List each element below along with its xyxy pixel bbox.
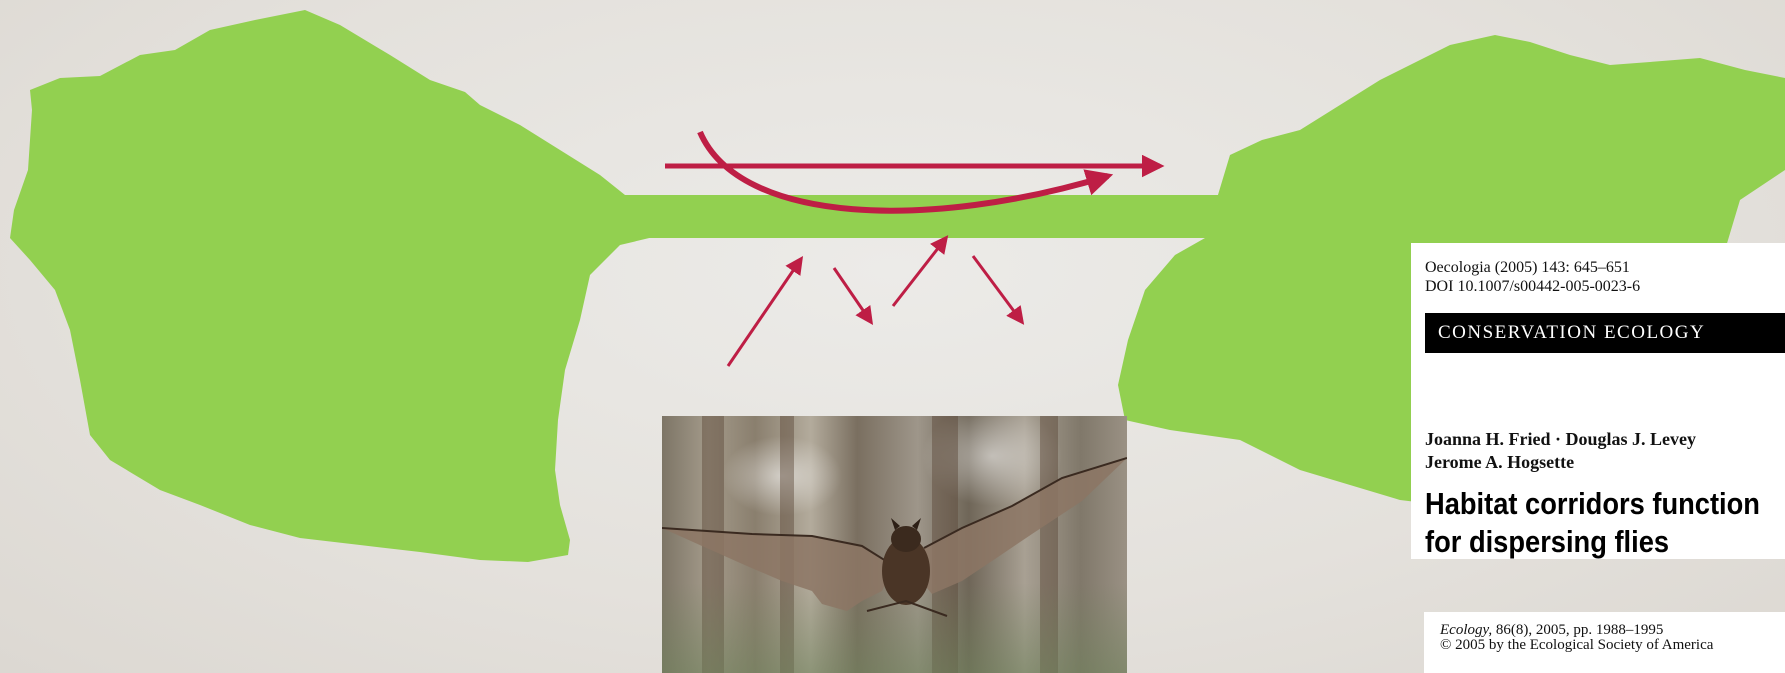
journal-name: Ecology, — [1440, 622, 1493, 638]
dispersal-arrow-4 — [971, 255, 1025, 325]
habitat-corridor — [620, 195, 1245, 238]
ecology-citation: Ecology, 86(8), 2005, pp. 1988–1995 — [1440, 622, 1663, 638]
citation-details: 86(8), 2005, pp. 1988–1995 — [1492, 622, 1664, 638]
ecology-paper-snippet: Ecology, 86(8), 2005, pp. 1988–1995 © 20… — [1424, 612, 1785, 673]
paper-title: Habitat corridors function for dispersin… — [1425, 485, 1760, 559]
section-banner: CONSERVATION ECOLOGY — [1425, 313, 1785, 353]
corridor-curved-arrow — [697, 130, 1114, 214]
journal-citation: Oecologia (2005) 143: 645–651 — [1425, 259, 1630, 276]
bat-silhouette — [662, 457, 1127, 617]
paper-citation: Oecologia (2005) 143: 645–651 DOI 10.100… — [1425, 258, 1640, 296]
dispersal-arrow-1 — [726, 256, 804, 367]
oecologia-paper-snippet: Oecologia (2005) 143: 645–651 DOI 10.100… — [1411, 243, 1785, 559]
bat-photo — [662, 416, 1127, 673]
dispersal-arrow-2 — [832, 267, 874, 325]
doi: DOI 10.1007/s00442-005-0023-6 — [1425, 278, 1641, 295]
copyright-line: © 2005 by the Ecological Society of Amer… — [1440, 637, 1714, 653]
title-line-2: for dispersing flies — [1425, 524, 1670, 559]
left-habitat-patch — [10, 10, 662, 562]
paper-authors: Joanna H. Fried · Douglas J. Levey Jerom… — [1425, 428, 1696, 474]
title-line-1: Habitat corridors function — [1425, 486, 1760, 521]
authors-line-2: Jerome A. Hogsette — [1425, 452, 1575, 472]
authors-line-1: Joanna H. Fried · Douglas J. Levey — [1425, 429, 1697, 449]
dispersal-arrow-3 — [891, 235, 949, 307]
